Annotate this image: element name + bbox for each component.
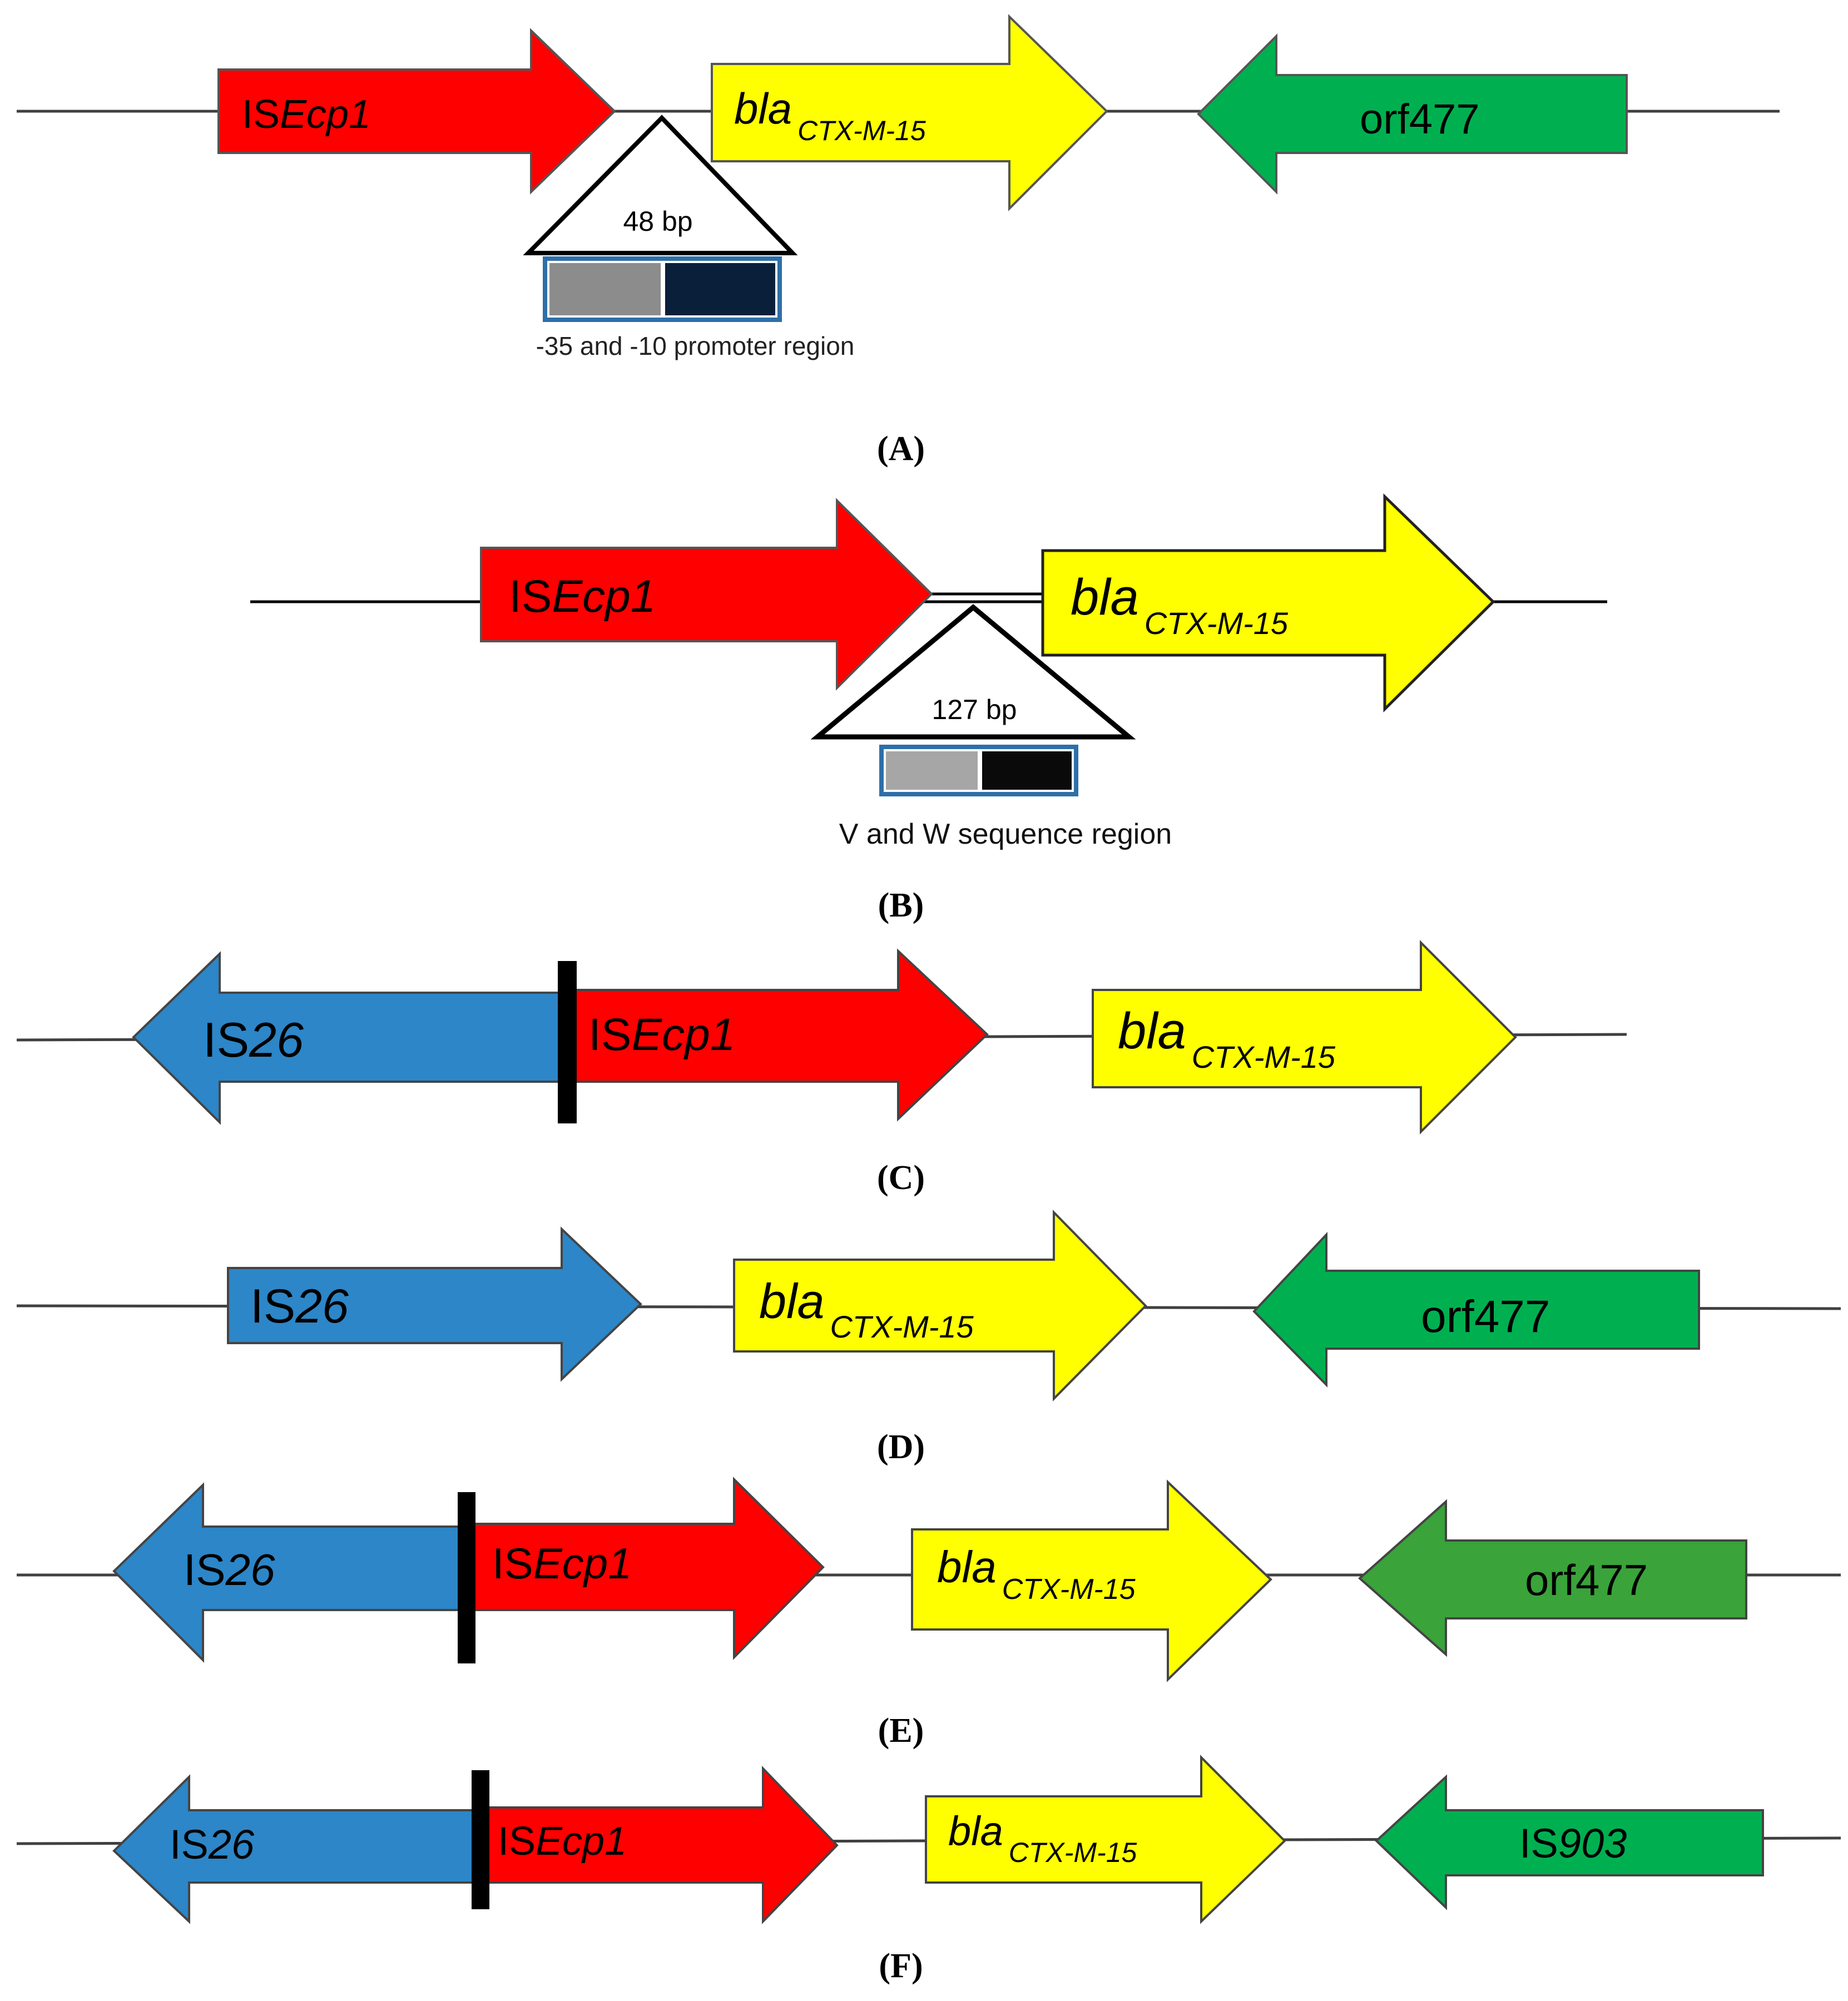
is26-arrow [227,1226,642,1382]
orf477-arrow [1357,1499,1747,1657]
insert-triangle [810,604,1136,740]
is26-label: IS26 [203,1012,304,1067]
orf477-arrow [1252,1231,1700,1388]
isecp1-label: ISEcp1 [492,1539,632,1588]
isecp1-label: ISEcp1 [509,571,656,622]
junction-marker [458,1492,475,1663]
w-sequence-block [982,751,1072,790]
panel-d-caption: (D) [877,1428,925,1466]
insert-size-label: 127 bp [932,694,1017,725]
panel-b-caption: (B) [878,886,924,924]
panel-e-caption: (E) [878,1712,924,1750]
insert-triangle [523,115,798,255]
isecp1-arrow [566,948,989,1122]
bla-ctx-m-15-arrow [1092,940,1517,1135]
is26-label: IS26 [250,1280,349,1333]
isecp1-arrow [217,28,616,195]
insert-size-label: 48 bp [623,206,692,237]
isecp1-label: ISEcp1 [498,1819,627,1864]
is26-arrow [112,1774,479,1924]
is26-arrow [112,1482,468,1663]
isecp1-arrow [480,498,933,691]
panel-f-caption: (F) [879,1947,923,1985]
bla-ctx-m-15-arrow [733,1210,1147,1401]
vw-sequence-label: V and W sequence region [839,818,1172,850]
bla-ctx-m-15-arrow [711,14,1108,211]
is903-label: IS903 [1519,1820,1627,1866]
isecp1-arrow [466,1477,825,1660]
orf477-label: orf477 [1360,96,1480,143]
is26-arrow [132,951,568,1125]
promoter-region-label: -35 and -10 promoter region [536,331,855,360]
v-sequence-block [886,751,978,790]
isecp1-label: ISEcp1 [588,1009,735,1060]
is26-label: IS26 [170,1821,255,1868]
panel-a-caption: (A) [877,430,925,468]
bla-ctx-m-15-arrow [1041,493,1495,712]
orf477-arrow [1197,33,1628,195]
is26-label: IS26 [184,1545,275,1594]
junction-marker [558,961,577,1123]
junction-marker [472,1770,489,1909]
panel-c-caption: (C) [877,1159,925,1197]
bla-ctx-m-15-arrow [911,1479,1272,1682]
isecp1-label: ISEcp1 [242,92,371,137]
orf477-label: orf477 [1421,1291,1550,1342]
is903-arrow [1375,1774,1764,1910]
promoter-minus10-block [665,263,775,315]
bla-ctx-m-15-arrow [925,1755,1286,1924]
isecp1-arrow [477,1766,839,1924]
orf477-label: orf477 [1525,1556,1648,1604]
promoter-minus35-block [549,263,661,315]
